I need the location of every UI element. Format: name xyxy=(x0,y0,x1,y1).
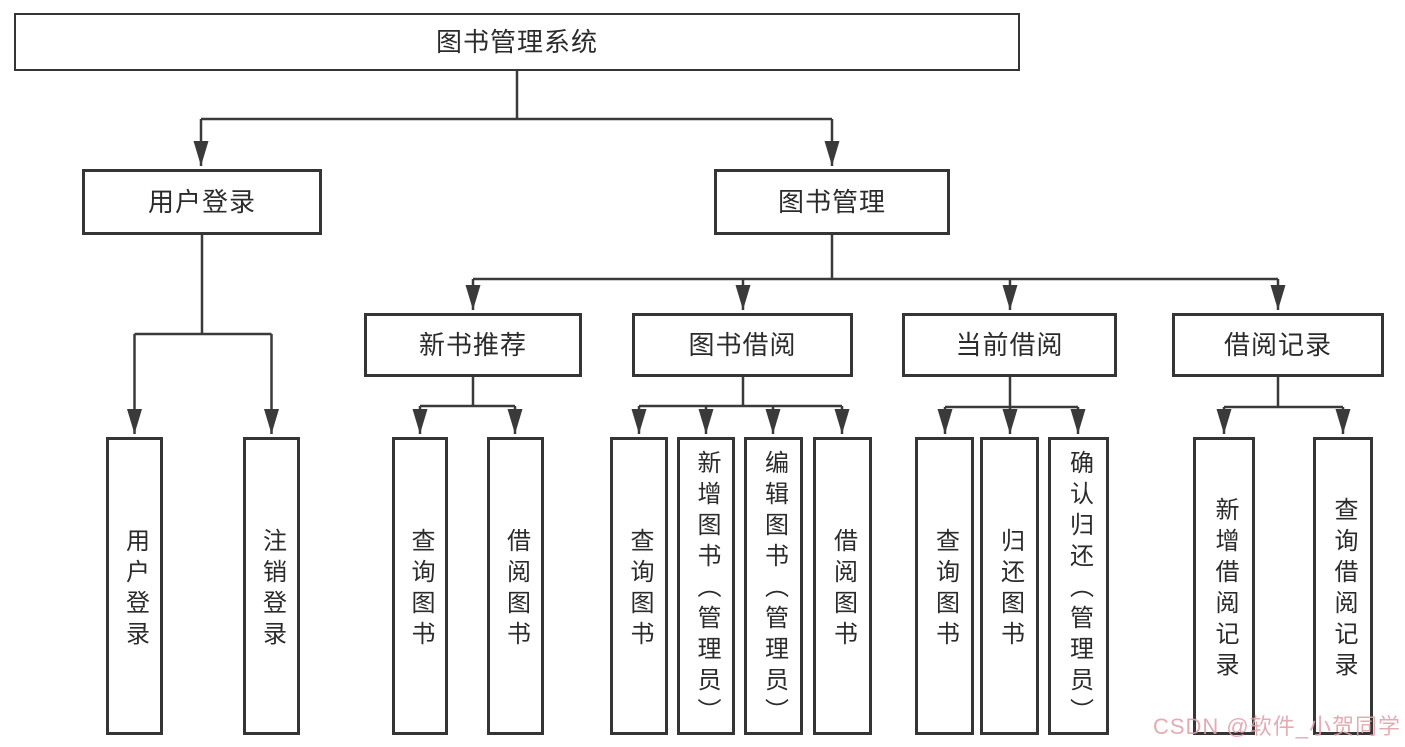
node-user-login: 用户登录 xyxy=(82,169,322,235)
leaf-user-login: 用户登录 xyxy=(106,437,163,735)
leaf-query-borrow-record: 查询借阅记录 xyxy=(1313,437,1373,735)
watermark: CSDN @软件_小贺同学 xyxy=(1152,714,1401,739)
leaf-add-borrow-record: 新增借阅记录 xyxy=(1193,437,1255,735)
node-book-management: 图书管理 xyxy=(714,169,950,235)
leaf-borrow-books: 借阅图书 xyxy=(813,437,872,735)
node-current-borrow: 当前借阅 xyxy=(902,313,1117,377)
leaf-query-books-current: 查询图书 xyxy=(915,437,974,735)
node-borrow-records: 借阅记录 xyxy=(1172,313,1384,377)
leaf-confirm-return-admin: 确认归还（管理员） xyxy=(1048,437,1109,735)
leaf-query-books-borrow: 查询图书 xyxy=(610,437,668,735)
node-library-system: 图书管理系统 xyxy=(14,13,1020,71)
leaf-query-books-recommend: 查询图书 xyxy=(392,437,448,735)
leaf-edit-books-admin: 编辑图书（管理员） xyxy=(744,437,803,735)
node-book-borrow: 图书借阅 xyxy=(632,313,853,377)
node-new-book-recommend: 新书推荐 xyxy=(364,313,582,377)
leaf-borrow-books-recommend: 借阅图书 xyxy=(487,437,544,735)
leaf-add-books-admin: 新增图书（管理员） xyxy=(677,437,735,735)
leaf-return-books: 归还图书 xyxy=(980,437,1039,735)
leaf-logout: 注销登录 xyxy=(243,437,300,735)
